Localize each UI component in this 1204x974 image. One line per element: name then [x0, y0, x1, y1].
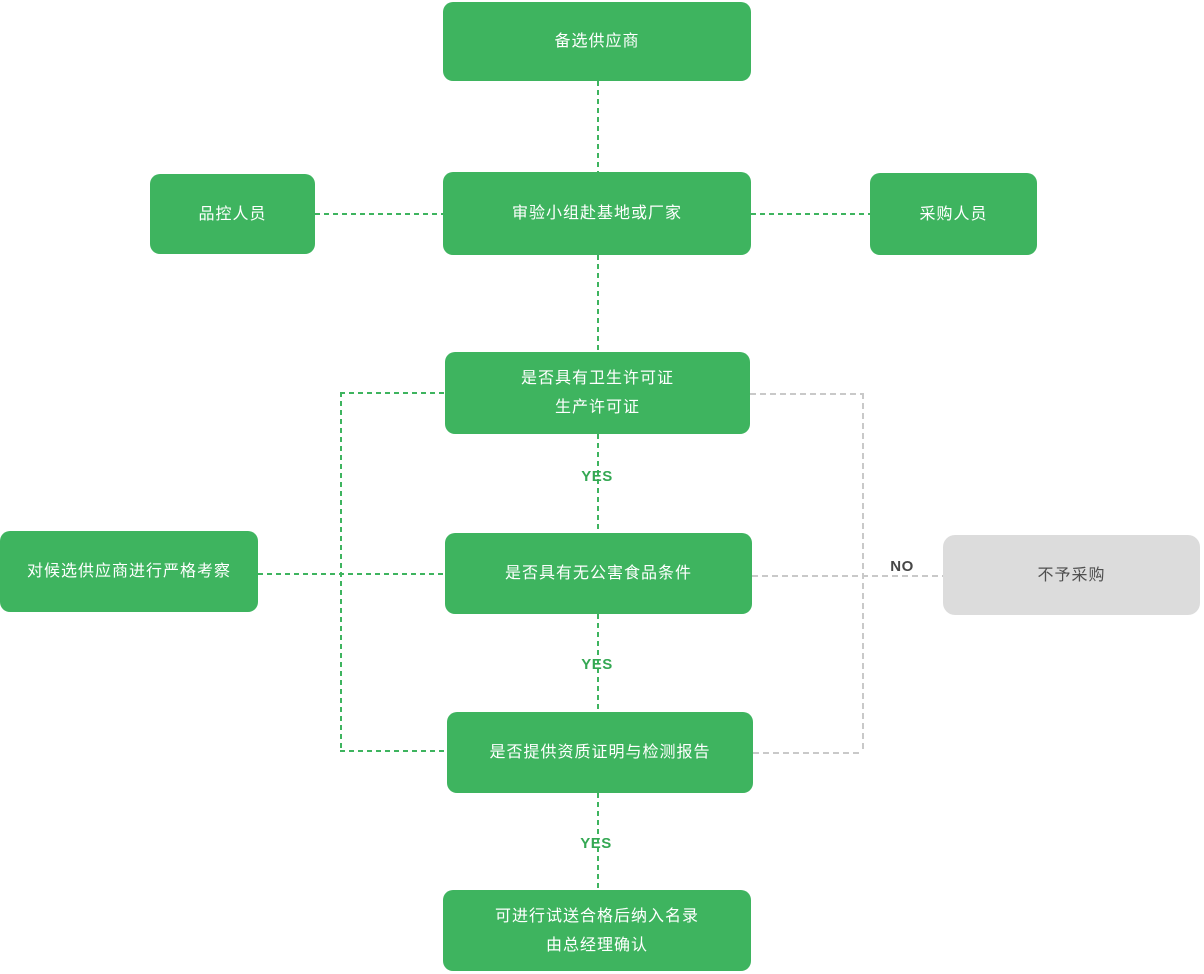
node-inspection-team: 审验小组赴基地或厂家 [443, 172, 751, 255]
node-decision-license-line2: 生产许可证 [554, 399, 640, 416]
connector-team-to-procurement [751, 213, 870, 215]
connector-loop-left [340, 392, 342, 750]
connector-certificates-to-final [597, 793, 599, 890]
connector-license-left [340, 392, 445, 394]
node-procurement-staff: 采购人员 [870, 173, 1037, 255]
connector-inspection-to-pollution [258, 573, 445, 575]
node-decision-pollution-free-label: 是否具有无公害食品条件 [504, 565, 692, 582]
connector-license-right [750, 393, 863, 395]
connector-loop-right-bottom [753, 752, 863, 754]
node-final-approval-line2: 由总经理确认 [545, 936, 648, 954]
edge-label-yes-2: YES [581, 656, 613, 673]
connector-license-to-pollution [597, 434, 599, 533]
node-candidate-supplier: 备选供应商 [443, 2, 751, 81]
node-final-approval-line1: 可进行试送合格后纳入名录 [494, 907, 699, 925]
node-inspection-team-label: 审验小组赴基地或厂家 [511, 205, 682, 222]
node-decision-certificates: 是否提供资质证明与检测报告 [447, 712, 753, 793]
node-decision-license-line1: 是否具有卫生许可证 [520, 370, 674, 387]
node-final-approval: 可进行试送合格后纳入名录 由总经理确认 [443, 890, 751, 971]
node-quality-control-label: 品控人员 [198, 205, 267, 223]
node-no-purchase: 不予采购 [943, 535, 1200, 615]
node-decision-pollution-free: 是否具有无公害食品条件 [445, 533, 752, 614]
node-procurement-staff-label: 采购人员 [919, 205, 988, 223]
connector-candidate-to-team [597, 81, 599, 172]
node-strict-inspection: 对候选供应商进行严格考察 [0, 531, 258, 612]
node-no-purchase-label: 不予采购 [1037, 566, 1106, 584]
connector-loop-left-bottom [340, 750, 447, 752]
edge-label-yes-1: YES [581, 468, 613, 485]
edge-label-no: NO [890, 558, 914, 575]
connector-team-to-license [597, 255, 599, 352]
node-strict-inspection-label: 对候选供应商进行严格考察 [26, 563, 231, 580]
node-decision-license: 是否具有卫生许可证 生产许可证 [445, 352, 750, 434]
node-quality-control: 品控人员 [150, 174, 315, 254]
connector-pollution-to-certificates [597, 614, 599, 712]
connector-pollution-to-nopurchase [752, 575, 943, 577]
connector-loop-right [862, 393, 864, 752]
node-decision-certificates-label: 是否提供资质证明与检测报告 [489, 744, 711, 761]
edge-label-yes-3: YES [580, 835, 612, 852]
node-candidate-supplier-label: 备选供应商 [554, 33, 640, 50]
connector-qc-to-team [315, 213, 443, 215]
